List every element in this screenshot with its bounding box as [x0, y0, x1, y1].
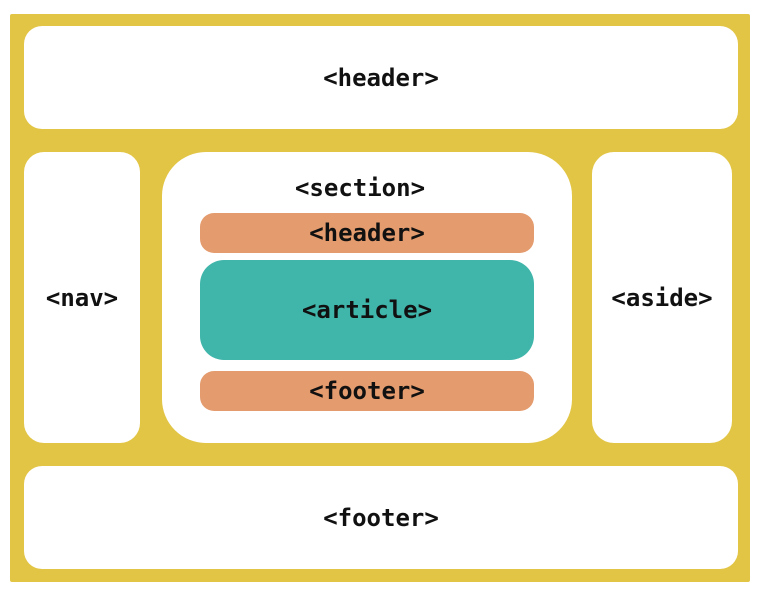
section-footer-label: <footer>: [309, 377, 425, 405]
aside-label: <aside>: [611, 283, 713, 312]
article-block: <article>: [200, 260, 534, 360]
aside-block: <aside>: [592, 152, 732, 443]
page-footer-block: <footer>: [24, 466, 738, 569]
page-header-block: <header>: [24, 26, 738, 129]
nav-label: <nav>: [45, 283, 119, 312]
section-header-block: <header>: [200, 213, 534, 253]
nav-block: <nav>: [24, 152, 140, 443]
page-header-label: <header>: [323, 63, 439, 92]
page-footer-label: <footer>: [323, 503, 439, 532]
section-header-label: <header>: [309, 219, 425, 247]
section-footer-block: <footer>: [200, 371, 534, 411]
section-label: <section>: [294, 174, 426, 202]
article-label: <article>: [301, 296, 433, 324]
